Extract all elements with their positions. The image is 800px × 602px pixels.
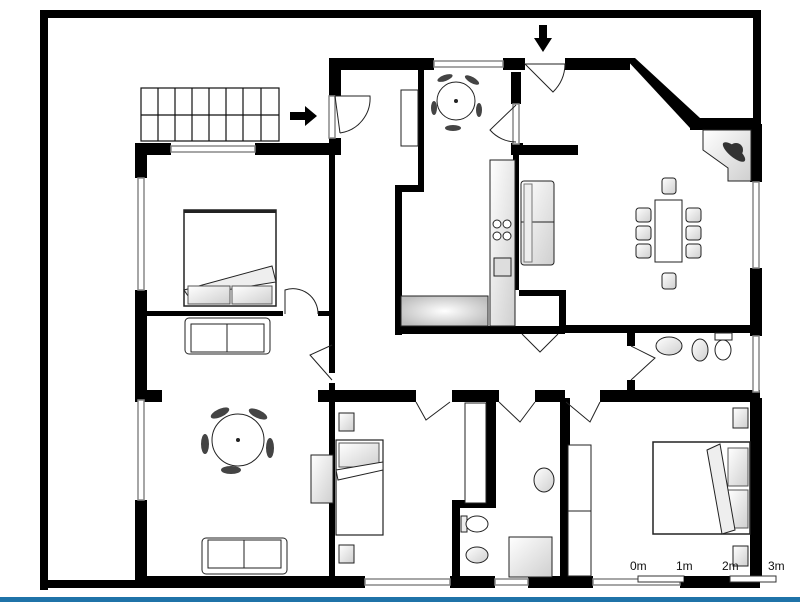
kitchen-wall-shelf <box>400 89 419 147</box>
windows <box>137 60 760 586</box>
double-bed-bedroom3 <box>652 441 751 535</box>
wc-door <box>630 345 656 381</box>
stove-icon <box>492 219 512 241</box>
kitchen-round-table <box>431 74 482 131</box>
sofa-living-top <box>184 317 271 355</box>
nightstand-bedroom3-top <box>732 407 749 429</box>
kitchen-door <box>489 104 517 143</box>
wardrobe-bedroom2 <box>464 402 487 504</box>
scale-label-1m: 1m <box>676 559 693 573</box>
entrance-arrow-icon <box>534 25 552 52</box>
bedroom3-door <box>565 401 601 423</box>
sofa-living-bottom <box>201 537 288 575</box>
round-table-living <box>201 407 274 474</box>
sofa-living-dining <box>520 180 555 266</box>
living-door <box>309 344 333 381</box>
wardrobe-bedroom3 <box>567 444 592 577</box>
toilet-wc <box>714 332 733 361</box>
doors[interactable] <box>284 63 656 423</box>
entrance-door <box>335 95 371 134</box>
bedroom2-door <box>415 401 451 421</box>
nightstand-bedroom2-top <box>338 412 355 432</box>
single-bed-bedroom2 <box>335 439 384 536</box>
shower-bathroom <box>508 536 553 578</box>
bedroom1-door <box>284 288 319 315</box>
bathroom-door <box>498 401 536 423</box>
kitchen-bottom-counter <box>400 295 489 327</box>
washbasin-bathroom <box>533 467 555 493</box>
main-entrance-door <box>523 63 566 93</box>
scale-bar <box>637 575 777 584</box>
sink-icon <box>493 257 512 277</box>
double-bed-bedroom1 <box>183 209 277 307</box>
bidet-bathroom <box>465 546 489 564</box>
nightstand-bedroom2-bottom <box>338 544 355 564</box>
scale-label-0m: 0m <box>630 559 647 573</box>
staircase <box>140 87 280 142</box>
nightstand-bedroom3-bottom <box>732 545 749 567</box>
scale-label-3m: 3m <box>768 559 785 573</box>
closet-door <box>521 333 559 353</box>
toilet-bathroom <box>460 515 489 533</box>
corner-fireplace <box>702 129 752 182</box>
stair-arrow-icon <box>290 106 317 126</box>
bidet-wc <box>691 338 709 362</box>
kitchen-counter <box>489 159 516 327</box>
dresser-living <box>310 454 334 504</box>
washbasin-wc <box>655 336 683 356</box>
scale-label-2m: 2m <box>722 559 739 573</box>
dining-table <box>635 177 702 290</box>
outer-boundary-wall <box>40 10 761 590</box>
bottom-accent-bar <box>0 597 800 602</box>
